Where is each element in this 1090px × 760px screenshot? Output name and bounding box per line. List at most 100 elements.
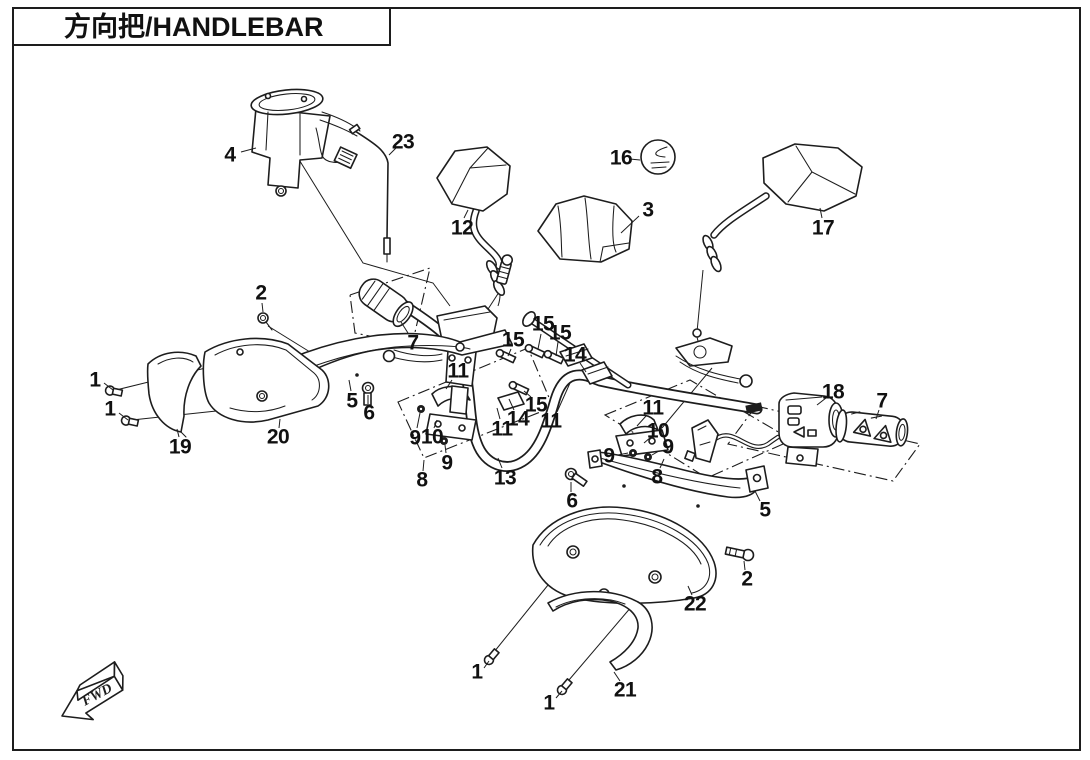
- right-riser-clamp-cluster: [615, 414, 669, 461]
- callout-2: 2: [255, 282, 266, 305]
- callout-20: 20: [267, 426, 289, 449]
- callout-1: 1: [543, 692, 555, 715]
- callout-15: 15: [549, 322, 572, 345]
- bolts-2: [257, 312, 755, 562]
- leader-line-21: [613, 671, 621, 682]
- callout-17: 17: [812, 217, 834, 240]
- callout-leader-lines: [103, 147, 880, 699]
- brake-master-cylinder: [250, 88, 361, 197]
- leader-line-8: [422, 459, 425, 472]
- page-title: 方向把/HANDLEBAR: [64, 11, 324, 42]
- leader-line-20: [278, 418, 281, 429]
- leader-line-2: [261, 302, 264, 313]
- leader-line-15: [537, 333, 542, 350]
- leader-line-11: [636, 415, 647, 427]
- callout-11: 11: [447, 360, 469, 383]
- callout-11: 11: [540, 410, 562, 433]
- callout-19: 19: [169, 436, 191, 459]
- leader-line-9: [444, 444, 447, 454]
- leader-line-9: [651, 450, 660, 456]
- leader-line-7: [875, 409, 880, 420]
- leader-line-11: [556, 382, 571, 413]
- callout-15: 15: [502, 329, 525, 352]
- adjuster-bolt: [495, 254, 514, 285]
- callout-16: 16: [610, 147, 632, 170]
- callout-22: 22: [684, 593, 706, 616]
- callout-21: 21: [614, 679, 637, 702]
- callout-18: 18: [822, 381, 845, 404]
- leader-line-14: [508, 398, 515, 411]
- callout-13: 13: [494, 467, 516, 490]
- callout-1: 1: [104, 398, 116, 421]
- leader-line-13: [497, 457, 503, 469]
- leader-line-11: [496, 407, 501, 420]
- leader-line-5: [348, 379, 352, 392]
- leader-line-1: [103, 382, 114, 391]
- callout-14: 14: [564, 344, 587, 367]
- callout-15: 15: [532, 313, 555, 336]
- title-box: 方向把/HANDLEBAR: [12, 7, 391, 46]
- leader-line-1: [118, 412, 129, 421]
- callout-15: 15: [525, 394, 548, 417]
- leader-line-17: [819, 207, 823, 219]
- callout-7: 7: [407, 332, 418, 355]
- leader-line-15: [523, 390, 532, 398]
- leader-line-9: [617, 452, 629, 456]
- screws-1: [104, 385, 573, 696]
- leader-line-5: [754, 490, 761, 502]
- right-mirror: [696, 143, 863, 333]
- fwd-arrow: FWD: [61, 661, 124, 721]
- callout-8: 8: [416, 469, 428, 492]
- callout-6: 6: [566, 490, 577, 513]
- leader-line-22: [687, 585, 693, 596]
- leader-line-8: [659, 458, 665, 469]
- leader-line-18: [816, 397, 827, 406]
- leader-line-4: [240, 147, 257, 153]
- left-riser-clamp-cluster: [417, 385, 525, 445]
- left-handguard: [202, 337, 330, 423]
- leader-line-10: [643, 436, 652, 444]
- switch-sensor-and-wire: [684, 419, 781, 463]
- callout-9: 9: [409, 427, 420, 450]
- left-cover: [146, 351, 202, 438]
- riser-rod-and-clamps: [522, 311, 632, 389]
- guard-trim: [547, 590, 653, 671]
- left-mirror: [436, 146, 511, 307]
- leader-line-15: [555, 341, 559, 357]
- clamp-bolts-15: [495, 343, 565, 396]
- callout-10: 10: [421, 426, 443, 449]
- leader-line-2: [743, 560, 746, 571]
- callout-6: 6: [363, 402, 374, 425]
- callout-11: 11: [491, 418, 513, 441]
- callout-1: 1: [471, 661, 483, 684]
- leader-line-12: [463, 209, 469, 219]
- callout-7: 7: [876, 390, 887, 413]
- right-grip: [835, 409, 909, 447]
- callout-3: 3: [642, 199, 653, 222]
- throttle-cable: [348, 123, 391, 263]
- leader-line-23: [388, 147, 397, 156]
- leader-line-1: [483, 660, 490, 669]
- callout-11: 11: [642, 397, 664, 420]
- leader-line-1: [555, 690, 563, 699]
- callout-8: 8: [651, 466, 663, 489]
- clutch-lever-assembly: [675, 328, 753, 388]
- page-border: [12, 7, 1081, 751]
- leader-line-19: [176, 428, 180, 438]
- right-bracket: [587, 449, 769, 508]
- callout-14: 14: [507, 408, 530, 431]
- leader-line-11: [445, 379, 453, 390]
- callout-12: 12: [451, 217, 473, 240]
- leader-line-9: [416, 412, 421, 429]
- upper-cover: [537, 195, 633, 263]
- leader-line-7: [400, 321, 409, 334]
- round-cap: [640, 139, 676, 175]
- callout-9: 9: [662, 436, 673, 459]
- callout-23: 23: [392, 131, 414, 154]
- leader-line-15: [507, 348, 512, 357]
- leader-line-3: [620, 215, 640, 234]
- callout-9: 9: [603, 445, 614, 468]
